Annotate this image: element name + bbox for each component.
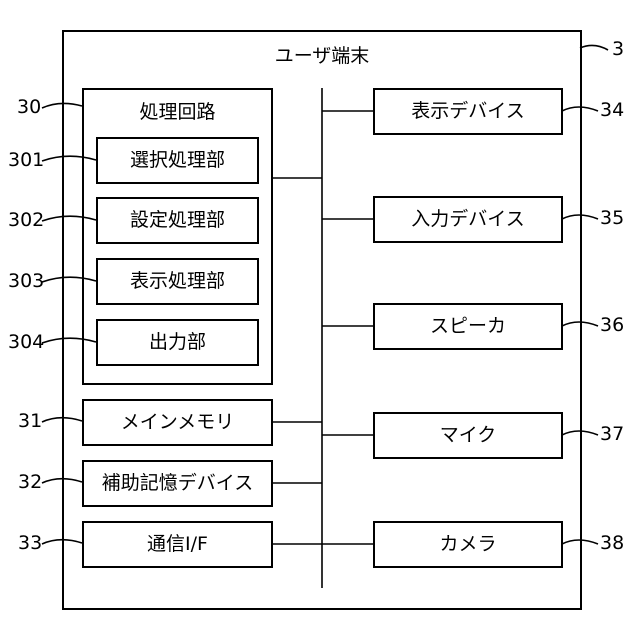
unit-label-selection: 選択処理部	[96, 151, 259, 170]
ref-main-memory: 31	[18, 412, 42, 431]
ref-speaker: 36	[600, 316, 624, 335]
aux-storage-label: 補助記憶デバイス	[82, 474, 273, 493]
leader-3	[580, 45, 608, 50]
ref-comm-if: 33	[18, 534, 42, 553]
main-memory-label: メインメモリ	[82, 413, 273, 432]
camera-label: カメラ	[373, 535, 563, 554]
unit-label-display-processing: 表示処理部	[96, 272, 259, 291]
unit-label-setting: 設定処理部	[96, 211, 259, 230]
ref-aux-storage: 32	[18, 473, 42, 492]
microphone-label: マイク	[373, 426, 563, 445]
comm-if-label: 通信I/F	[82, 535, 273, 554]
display-device-label: 表示デバイス	[373, 102, 563, 121]
ref-unit-output: 304	[8, 333, 44, 352]
ref-unit-display-processing: 303	[8, 272, 44, 291]
ref-microphone: 37	[600, 425, 624, 444]
ref-unit-setting: 302	[8, 211, 44, 230]
unit-label-output: 出力部	[96, 333, 259, 352]
processing-circuit-title: 処理回路	[82, 103, 273, 122]
user-terminal-title: ユーザ端末	[252, 47, 392, 66]
ref-processing-circuit: 30	[17, 98, 41, 117]
input-device-label: 入力デバイス	[373, 210, 563, 229]
ref-terminal: 3	[612, 40, 624, 59]
ref-display-device: 34	[600, 101, 624, 120]
ref-unit-selection: 301	[8, 151, 44, 170]
speaker-label: スピーカ	[373, 317, 563, 336]
ref-camera: 38	[600, 534, 624, 553]
ref-input-device: 35	[600, 209, 624, 228]
